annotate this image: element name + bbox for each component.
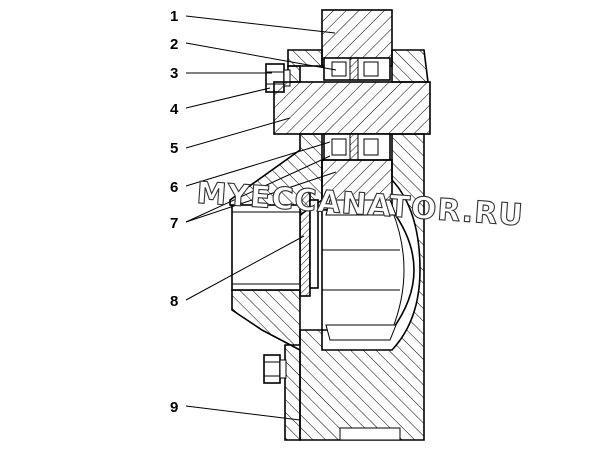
- callout-1: 1: [170, 8, 178, 25]
- callout-labels: 1 2 3 4 5 6 7 8 9: [170, 8, 179, 416]
- part-1-gear-block: [321, 9, 393, 67]
- inner-drum: [321, 199, 415, 341]
- callout-6: 6: [170, 179, 178, 196]
- callout-5: 5: [170, 140, 178, 157]
- callout-3: 3: [170, 65, 178, 82]
- upper-bearing: [323, 57, 391, 81]
- callout-2: 2: [170, 36, 178, 53]
- callout-4: 4: [170, 101, 179, 118]
- callout-8: 8: [170, 293, 178, 310]
- leader-lines: [185, 15, 337, 421]
- lower-bearing: [323, 133, 391, 161]
- part-8-cover: [231, 191, 319, 297]
- upper-housing: [287, 49, 429, 83]
- part-5-shaft: [273, 81, 431, 135]
- callout-7: 7: [170, 215, 178, 232]
- callout-9: 9: [170, 399, 178, 416]
- part-9-bolt: [263, 354, 287, 384]
